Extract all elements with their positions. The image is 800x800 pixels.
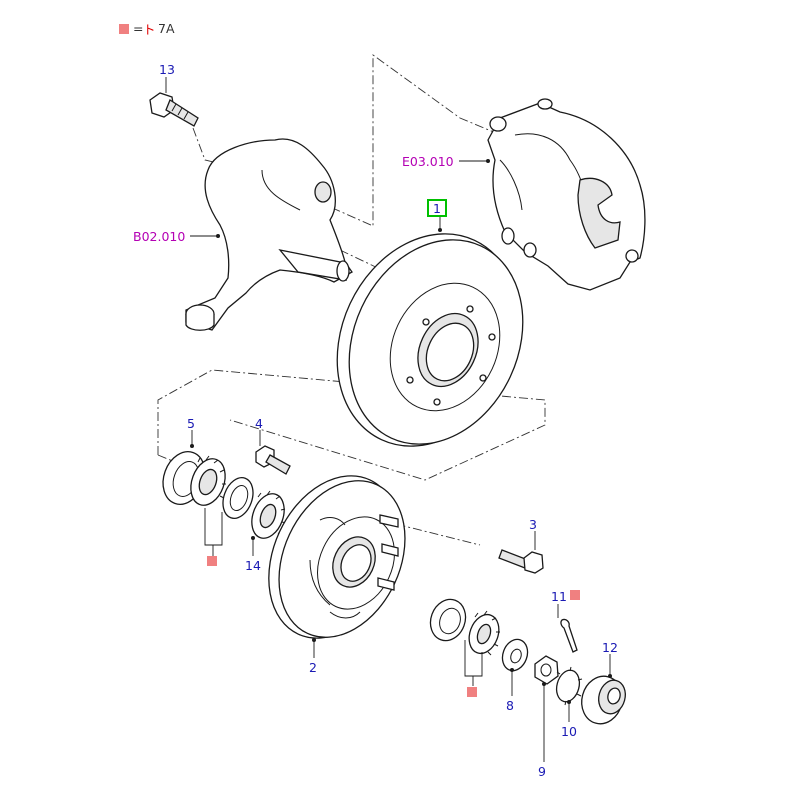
bolt-13[interactable] <box>149 92 199 127</box>
wheel-hub-2[interactable] <box>244 455 430 660</box>
callout-1[interactable]: 1 <box>433 201 441 216</box>
marker-bearing-left <box>207 556 217 566</box>
ref-caliper[interactable]: E03.010 <box>402 154 454 169</box>
special-tool-markers <box>207 556 580 697</box>
bearing-race-inner[interactable] <box>425 594 471 645</box>
callout-5[interactable]: 5 <box>187 416 195 431</box>
roller-bearing-inner[interactable] <box>464 610 504 657</box>
callout-3[interactable]: 3 <box>529 517 537 532</box>
split-pin-11[interactable] <box>560 618 578 653</box>
bearing-seal-ring[interactable] <box>218 473 259 522</box>
callout-9[interactable]: 9 <box>538 764 546 779</box>
roller-bearing-14[interactable] <box>246 489 290 542</box>
nut-9[interactable] <box>534 655 559 685</box>
brake-disc-1[interactable] <box>304 204 556 476</box>
callout-12[interactable]: 12 <box>602 640 618 655</box>
leader-lines <box>165 77 612 762</box>
callout-8[interactable]: 8 <box>506 698 514 713</box>
legend-code: 7A <box>158 21 175 36</box>
callout-11[interactable]: 11 <box>551 589 567 604</box>
steering-knuckle[interactable] <box>185 138 353 331</box>
roller-bearing-left[interactable] <box>185 454 231 510</box>
bolt-3[interactable] <box>498 549 544 574</box>
legend-symbol: ト <box>143 22 156 37</box>
brake-caliper[interactable] <box>487 98 646 291</box>
marker-split-pin <box>570 590 580 600</box>
grease-cap-12[interactable] <box>576 672 628 729</box>
nut-retainer-10[interactable] <box>553 666 583 706</box>
callout-14[interactable]: 14 <box>245 558 261 573</box>
callout-10[interactable]: 10 <box>561 724 577 739</box>
callout-4[interactable]: 4 <box>255 416 263 431</box>
washer-8[interactable] <box>498 636 531 674</box>
legend-marker <box>119 24 129 34</box>
legend-equals: = <box>133 21 143 36</box>
callout-13[interactable]: 13 <box>159 62 175 77</box>
selected-part-highlight <box>427 199 447 217</box>
callout-labels: 13 1 E03.010 B02.010 5 4 3 14 2 8 9 10 1… <box>133 62 618 779</box>
ref-knuckle[interactable]: B02.010 <box>133 229 185 244</box>
wheel-stud-4[interactable] <box>255 445 291 475</box>
legend: = ト 7A <box>119 21 175 37</box>
marker-bearing-inner <box>467 687 477 697</box>
callout-2[interactable]: 2 <box>309 660 317 675</box>
